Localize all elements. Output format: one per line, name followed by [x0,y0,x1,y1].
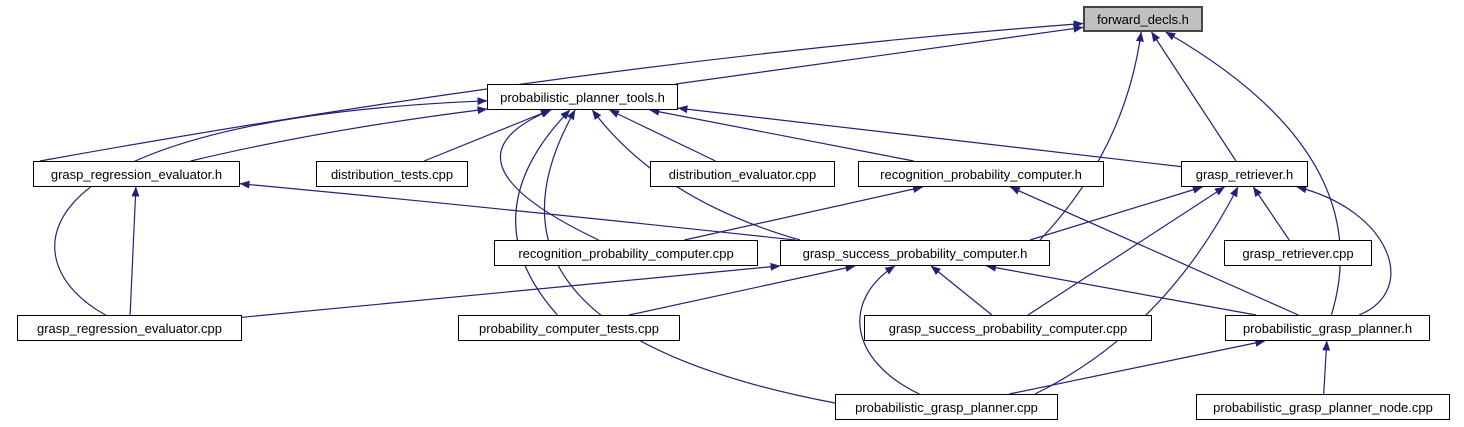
edge-grec-to-ppt [54,97,488,316]
edge-grh-to-ppt [677,105,1182,168]
edge-gspcc-to-gspch [930,265,993,316]
edge-pgph-to-rpch [1009,186,1299,316]
edge-pct-to-ppt [515,109,571,316]
edge-gspch-to-greh [239,180,796,241]
edge-grec-to-greh [129,186,140,316]
graph-node-recognition-probability-computer-h[interactable]: recognition_probability_computer.h [858,161,1104,187]
edge-greh-to-fd [39,20,1084,162]
graph-node-grasp-retriever-h[interactable]: grasp_retriever.h [1181,161,1308,187]
graph-node-probabilistic-planner-tools-h[interactable]: probabilistic_planner_tools.h [487,84,678,110]
graph-node-grasp-retriever-cpp[interactable]: grasp_retriever.cpp [1224,240,1372,266]
edge-greh-to-ppt [190,106,488,162]
graph-node-probabilistic-grasp-planner-h[interactable]: probabilistic_grasp_planner.h [1225,315,1430,341]
edge-rpcc-to-ppt [499,109,599,241]
edge-grec-to-gspch [241,262,781,318]
edge-gspch-to-fd [1039,31,1144,241]
graph-node-grasp-success-probability-computer-cpp[interactable]: grasp_success_probability_computer.cpp [864,315,1152,341]
graph-node-probabilistic-grasp-planner-node-cpp[interactable]: probabilistic_grasp_planner_node.cpp [1196,394,1450,420]
graph-node-distribution-tests-cpp[interactable]: distribution_tests.cpp [316,161,468,187]
graph-node-probability-computer-tests-cpp[interactable]: probability_computer_tests.cpp [458,315,680,341]
edge-pgph-to-gspch [986,263,1257,316]
edge-grc-to-grh [1252,186,1290,241]
edge-pgpc-to-ppt [543,109,836,404]
edge-gspcc-to-grh [1027,186,1225,316]
edge-pct-to-gspch [628,264,856,316]
edge-pgpc-to-pgph [1009,339,1266,395]
graph-node-grasp-regression-evaluator-cpp[interactable]: grasp_regression_evaluator.cpp [17,315,242,341]
graph-node-distribution-evaluator-cpp[interactable]: distribution_evaluator.cpp [650,161,835,187]
edge-rpcc-to-rpch [684,185,924,241]
edge-rpch-to-ppt [649,107,914,162]
graph-node-probabilistic-grasp-planner-cpp[interactable]: probabilistic_grasp_planner.cpp [835,394,1058,420]
edge-grh-to-fd [1150,31,1237,162]
edge-pgpc-to-grh [1034,186,1239,395]
graph-node-forward-decls-h[interactable]: forward_decls.h [1083,6,1203,32]
graph-node-grasp-regression-evaluator-h[interactable]: grasp_regression_evaluator.h [33,161,240,187]
graph-node-grasp-success-probability-computer-h[interactable]: grasp_success_probability_computer.h [780,240,1050,266]
edge-de-to-ppt [609,109,716,162]
edge-gspch-to-ppt [591,109,801,241]
edge-pgpc-to-gspch [859,265,920,395]
edge-pgph-to-fd [1165,31,1341,316]
edge-pgpn-to-pgph [1322,340,1331,395]
graph-node-recognition-probability-computer-cpp[interactable]: recognition_probability_computer.cpp [494,240,758,266]
edge-ppt-to-fd [675,24,1084,85]
edge-gspch-to-grh [1029,185,1203,241]
edge-pgph-to-grh [1296,185,1392,316]
edge-dt-to-ppt [423,109,551,162]
